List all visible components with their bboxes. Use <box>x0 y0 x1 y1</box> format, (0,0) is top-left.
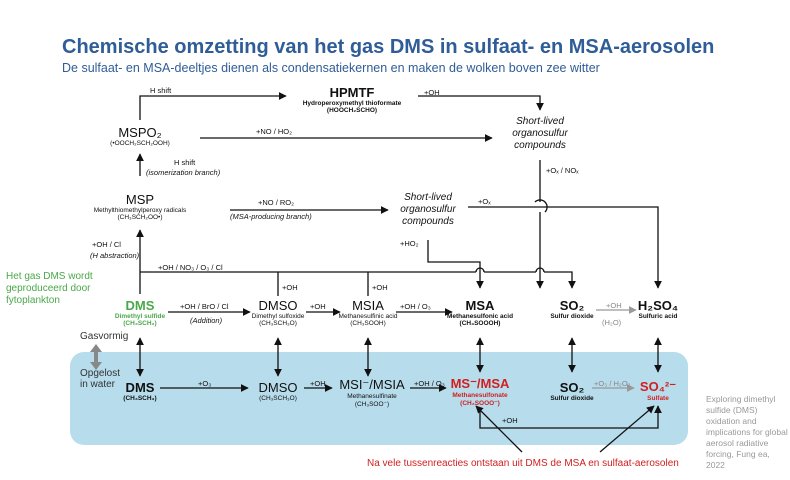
edge-oh-so2: +OH <box>606 301 622 310</box>
phase-double-arrow <box>90 344 102 370</box>
edge-msa-branch: (MSA-producing branch) <box>230 212 312 221</box>
edge-oh-hpmtf: +OH <box>424 88 440 97</box>
edge-oh-aq1: +OH <box>310 379 326 388</box>
edge-h-shift-top: H shift <box>150 86 172 95</box>
edge-oh-bro: +OH / BrO / Cl <box>180 302 229 311</box>
edge-o3-aq: +O₃ <box>198 379 212 388</box>
dissolved-label: Opgelost in water <box>80 368 121 390</box>
node-dms-aq: DMS (CH₃SCH₃) <box>123 380 157 402</box>
edge-oh-bottom: +OH <box>502 416 518 425</box>
node-h2so4: H₂SO₄ Sulfuric acid <box>637 298 679 320</box>
edge-oh-o3-aq: +OH / O₃ <box>414 379 445 388</box>
gas-phase-label: Gasvormig <box>80 331 129 342</box>
edge-o3-h2o2: +O₃ / H₂O₂ <box>594 379 631 388</box>
node-msia-gas: MSIA Methanesulfinic acid (CH₃SOOH) <box>338 298 398 327</box>
edge-ox: +Oₓ <box>478 197 491 206</box>
edge-no-ro2: +NO / RO₂ <box>258 198 295 207</box>
node-dmso-gas: DMSO Dimethyl sulfoxide (CH₃SCH₃O) <box>251 298 305 327</box>
node-mspo2: MSPO₂ (•OOCH₂SCH₂OOH) <box>110 125 170 147</box>
node-so2-aq: SO₂ Sulfur dioxide <box>550 380 594 402</box>
edge-h-shift: H shift <box>174 158 196 167</box>
edge-h-abstraction: (H abstraction) <box>90 251 140 260</box>
edge-oh-dmso-up: +OH <box>282 283 298 292</box>
edge-h2o: (H₂O) <box>602 318 622 327</box>
page-subtitle: De sulfaat- en MSA-deeltjes dienen als c… <box>62 61 600 75</box>
page-title: Chemische omzetting van het gas DMS in s… <box>62 36 715 58</box>
edge-ho2: +HO₂ <box>400 239 419 248</box>
node-msi-aq: MSI⁻/MSIA Methanesulfinate (CH₃SOO⁻) <box>339 377 405 408</box>
edge-isomerization: (isomerization branch) <box>146 168 221 177</box>
edge-oh-cl: +OH / Cl <box>92 240 121 249</box>
node-ms-aq: MS⁻/MSA Methanesulfonate (CH₃SOOO⁻) <box>450 376 510 407</box>
edge-oh-no3: +OH / NO₃ / O₃ / Cl <box>158 263 223 272</box>
dissolved-water-band <box>70 352 688 445</box>
edge-ox-nox: +Oₓ / NOₓ <box>546 166 579 175</box>
dms-source-note: Het gas DMS wordt geproduceerd door fyto… <box>6 271 93 306</box>
node-dmso-aq: DMSO (CH₃SCH₃O) <box>258 380 298 402</box>
edge-no-ho2: +NO / HO₂ <box>256 127 293 136</box>
node-dms-gas: DMS Dimethyl sulfide (CH₃SCH₃) <box>114 298 166 327</box>
edge-addition: (Addition) <box>190 316 223 325</box>
source-citation: Exploring dimethyl sulfide (DMS) oxidati… <box>706 394 788 470</box>
edge-oh-msia-up: +OH <box>372 283 388 292</box>
node-msp: MSP Methylthiomethylperoxy radicals (CH₃… <box>93 192 187 221</box>
node-msa-gas: MSA Methanesulfonic acid (CH₃SOOOH) <box>446 298 514 327</box>
bottom-note: Na vele tussenreacties ontstaan uit DMS … <box>367 458 679 469</box>
node-so4-aq: SO₄²⁻ Sulfate <box>639 379 677 402</box>
node-so2-gas: SO₂ Sulfur dioxide <box>550 298 594 320</box>
edge-oh-o3-msa: +OH / O₃ <box>400 302 431 311</box>
node-short-lived-2: Short-lived organosulfur compounds <box>400 192 456 227</box>
node-hpmtf: HPMTF Hydroperoxymethyl thioformate (HOO… <box>302 85 402 114</box>
node-short-lived-1: Short-lived organosulfur compounds <box>512 116 568 151</box>
edge-oh-dmso-msia: +OH <box>310 302 326 311</box>
